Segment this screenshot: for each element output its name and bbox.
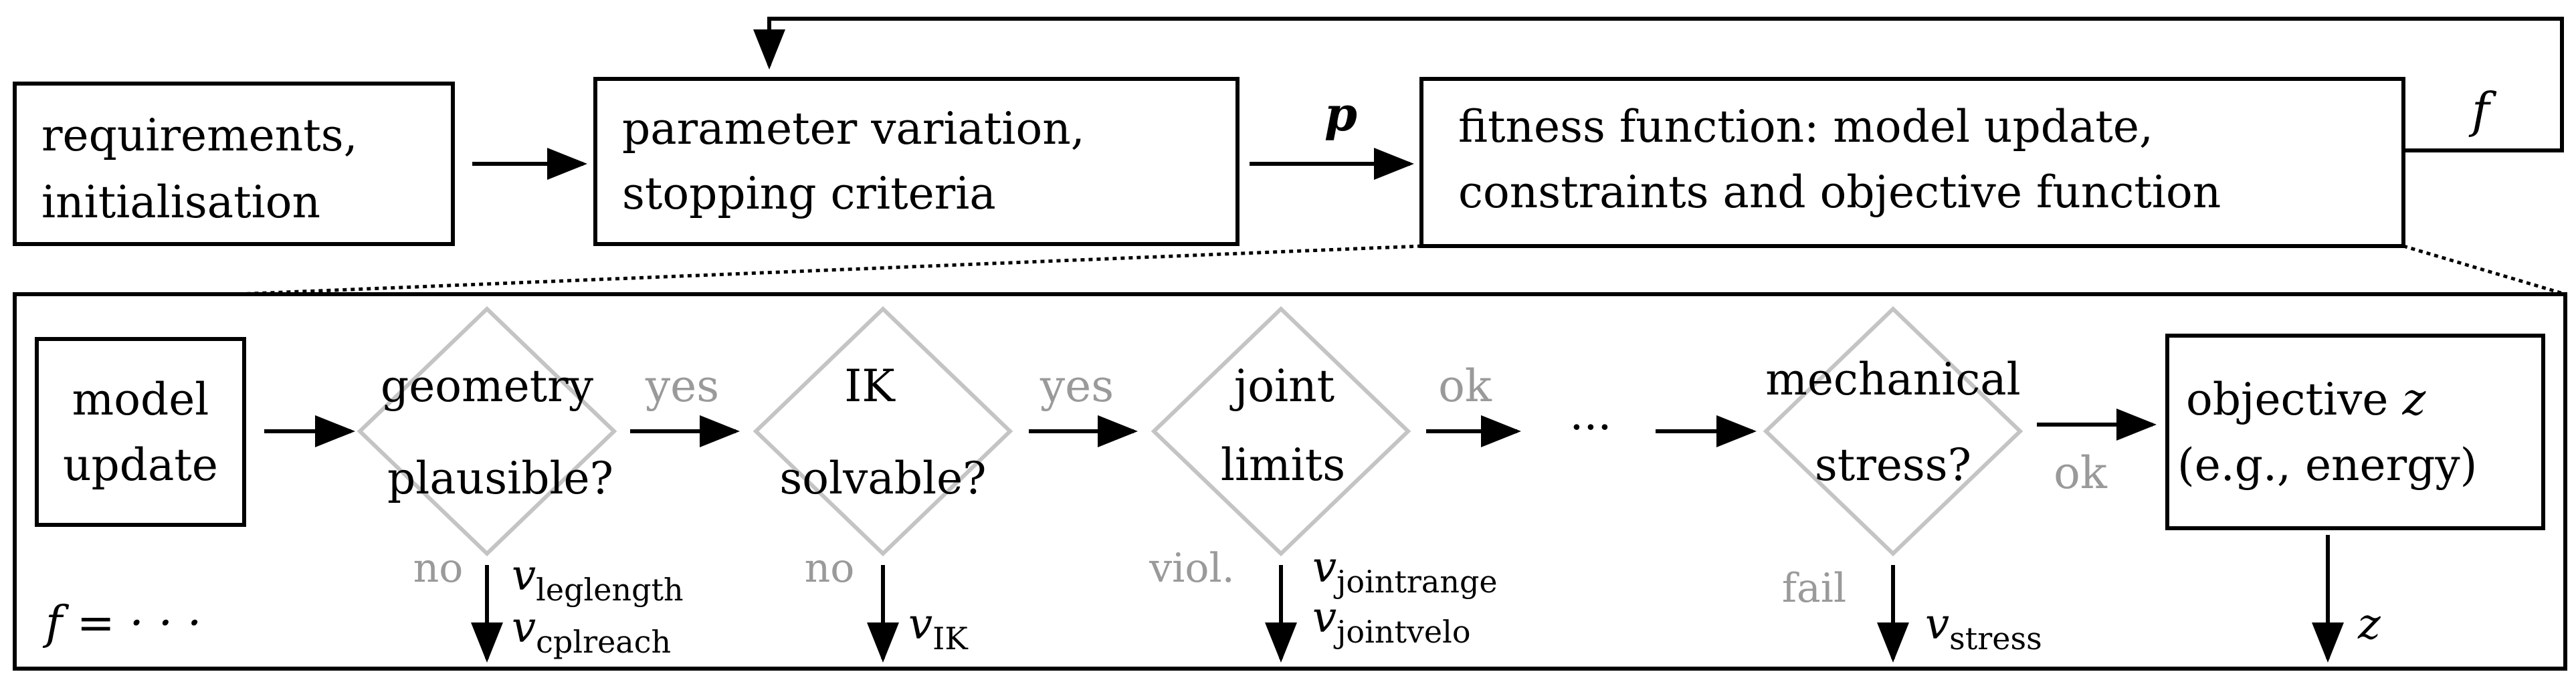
v-ik: vIK <box>908 600 969 657</box>
feedback-loop-arrow <box>753 17 2564 152</box>
zoom-line-right <box>2403 244 2566 296</box>
no-label-2: no <box>805 545 855 592</box>
f-equals-label: f = · · · <box>42 597 201 650</box>
geometry-plausible-diamond <box>357 306 617 557</box>
v-jointvelo: vjointvelo <box>1312 593 1471 650</box>
requirements-box <box>13 82 455 246</box>
solvable-label: solvable? <box>779 453 986 504</box>
parameter-variation-box <box>593 77 1240 246</box>
mechanical-label: mechanical <box>1765 354 2021 405</box>
constraints-objective-label: constraints and objective function <box>1458 166 2221 218</box>
joint-limits-diamond <box>1151 306 1411 557</box>
geometry-label: geometry <box>381 360 594 412</box>
v-leglength: vleglength <box>512 551 684 608</box>
limits-label: limits <box>1221 439 1345 491</box>
mechanical-stress-diamond <box>1763 306 2023 557</box>
ellipsis-label: ··· <box>1570 402 1612 453</box>
requirements-label: requirements, <box>41 110 358 161</box>
model-label: model <box>72 374 209 425</box>
no-label-1: no <box>413 545 464 592</box>
p-label: p <box>1324 86 1357 142</box>
ok-label-1: ok <box>1438 360 1492 412</box>
zoom-line-left <box>235 244 1422 296</box>
plausible-label: plausible? <box>387 453 613 504</box>
ok-label-2: ok <box>2054 447 2108 499</box>
ik-solvable-diamond <box>753 306 1013 557</box>
stopping-criteria-label: stopping criteria <box>622 168 996 219</box>
energy-label: (e.g., energy) <box>2177 439 2477 491</box>
fitness-function-label: fitness function: model update, <box>1458 101 2153 152</box>
v-cplreach: vcplreach <box>512 603 671 660</box>
parameter-variation-label: parameter variation, <box>622 103 1085 154</box>
yes-label-2: yes <box>1039 360 1114 412</box>
initialisation-label: initialisation <box>41 177 320 228</box>
objective-z-symbol: z <box>2401 374 2426 425</box>
fail-label: fail <box>1782 565 1846 612</box>
stress-label: stress? <box>1815 439 1971 491</box>
z-output-label: z <box>2357 600 2381 649</box>
f-label: f <box>2468 82 2497 138</box>
joint-label: joint <box>1229 360 1334 412</box>
yes-label-1: yes <box>645 360 719 412</box>
viol-label: viol. <box>1149 545 1234 592</box>
v-stress: vstress <box>1925 600 2042 657</box>
update-label: update <box>63 439 218 491</box>
model-update-box <box>35 337 246 527</box>
ik-label: IK <box>844 360 896 412</box>
objective-label: objective z <box>2186 374 2426 425</box>
v-jointrange: vjointrange <box>1312 543 1498 600</box>
fitness-function-box <box>1419 77 2405 248</box>
objective-box <box>2165 334 2545 530</box>
